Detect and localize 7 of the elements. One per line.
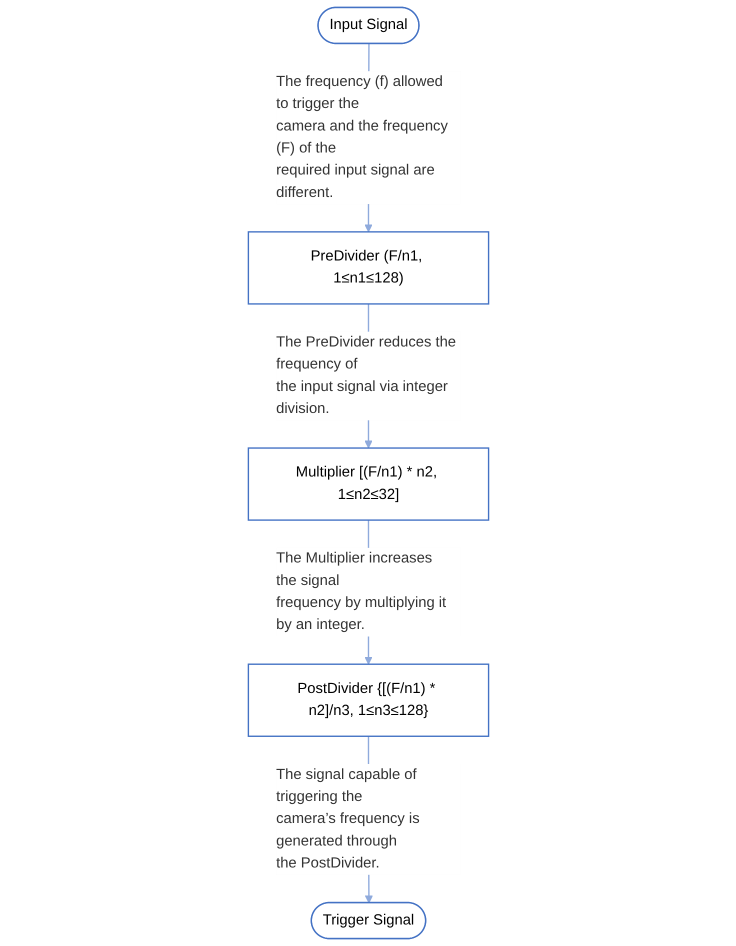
node-box: PreDivider (F/n1, 1≤n1≤128) xyxy=(247,231,489,305)
edge-label: The frequency (f) allowed to trigger the camera and the frequency (F) of the required input signal are different. xyxy=(276,74,448,200)
edge-label: The Multiplier increases the signal frequency by multiplying it by an integer. xyxy=(276,550,446,633)
edge-label: The signal capable of triggering the camera’s frequency is generated through the PostDivider. xyxy=(276,766,420,872)
node-box: Multiplier [(F/n1) * n2, 1≤n2≤32] xyxy=(247,447,489,521)
node-box: PostDivider {[(F/n1) * n2]/n3, 1≤n3≤128} xyxy=(247,664,489,737)
edge-label: The PreDivider reduces the frequency of the input signal via integer division. xyxy=(276,334,456,417)
